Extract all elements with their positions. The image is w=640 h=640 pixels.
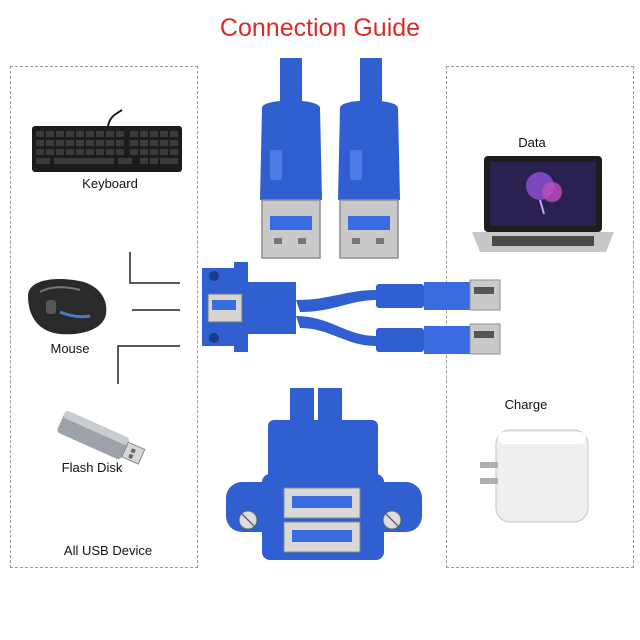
- mouse-icon: [28, 278, 107, 335]
- y-splitter-cable: [202, 262, 501, 355]
- keyboard-icon: [32, 109, 182, 172]
- panel-mount-socket: [226, 388, 422, 560]
- left-panel: [10, 66, 198, 568]
- charger-icon: [480, 429, 589, 523]
- connector-lines: [117, 252, 180, 384]
- right-panel: [446, 66, 634, 568]
- flash-disk-label: Flash Disk: [61, 460, 123, 475]
- page-title: Connection Guide: [219, 14, 421, 42]
- mouse-label: Mouse: [50, 341, 90, 356]
- laptop-icon: [472, 156, 614, 252]
- usb-a-plugs-top: [260, 58, 400, 259]
- flash-disk-icon: [57, 410, 146, 465]
- keyboard-label: Keyboard: [82, 176, 138, 191]
- charge-label: Charge: [504, 397, 548, 412]
- all-usb-device-label: All USB Device: [63, 543, 153, 558]
- data-label: Data: [518, 135, 546, 150]
